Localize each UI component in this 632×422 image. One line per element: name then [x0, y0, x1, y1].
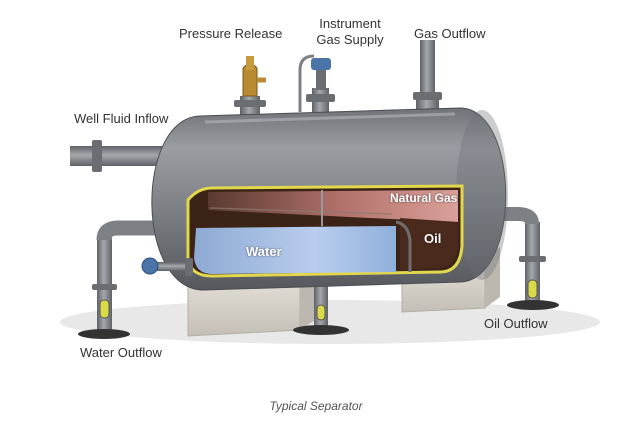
- instrument-gauge-icon: [141, 257, 159, 275]
- instrument-gauge-icon: [311, 58, 331, 70]
- label-oil: Oil: [424, 231, 442, 246]
- label-gas-supply-line2: Gas Supply: [316, 32, 384, 47]
- label-oil-outflow: Oil Outflow: [484, 316, 548, 331]
- water-outflow-pipe: [78, 220, 160, 339]
- label-instrument-line1: Instrument: [319, 16, 381, 31]
- figure-caption: Typical Separator: [269, 399, 363, 413]
- natural-gas-layer: [208, 190, 458, 222]
- oil-layer: [400, 218, 458, 270]
- instrument-gas-supply-nozzle: [298, 54, 335, 112]
- label-instrument-gas-supply: Instrument Gas Supply: [300, 16, 400, 48]
- water-level-instrument: [141, 257, 193, 276]
- label-natural-gas: Natural Gas: [390, 191, 458, 205]
- label-well-fluid-inflow: Well Fluid Inflow: [74, 111, 169, 126]
- label-water: Water: [246, 244, 282, 259]
- pressure-release-valve: [234, 56, 266, 116]
- water-layer: [194, 226, 396, 274]
- label-gas-outflow: Gas Outflow: [414, 26, 486, 41]
- gas-outflow-pipe: [413, 40, 442, 114]
- label-pressure-release: Pressure Release: [179, 26, 283, 41]
- oil-outflow-pipe: [500, 207, 559, 310]
- label-water-outflow: Water Outflow: [80, 345, 162, 360]
- weir-plate: [395, 220, 412, 272]
- cutaway-interior: [186, 184, 464, 278]
